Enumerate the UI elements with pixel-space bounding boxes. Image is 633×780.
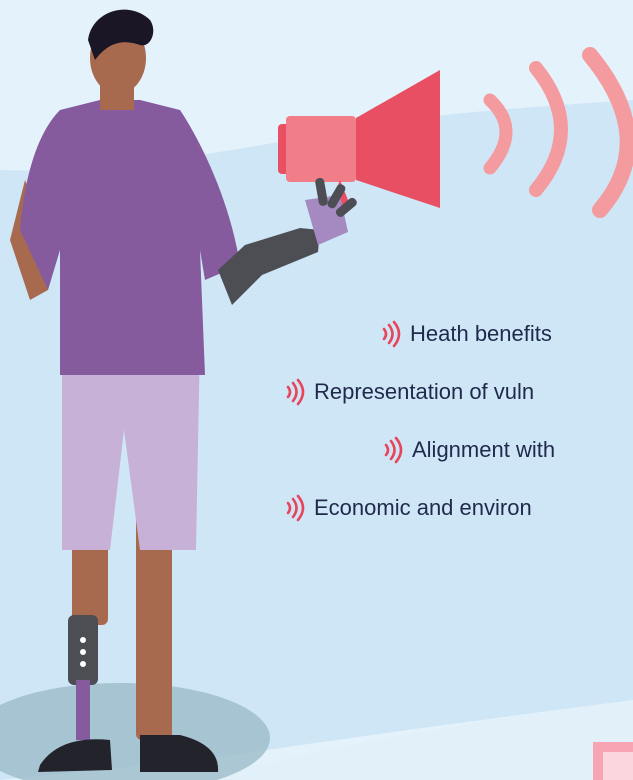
bullet-text: Alignment with bbox=[412, 437, 556, 462]
bullet-text: Representation of vuln bbox=[314, 379, 535, 404]
bullet-text: Economic and environ bbox=[314, 495, 532, 520]
bullet-item: Heath benefits bbox=[378, 320, 552, 348]
bullet-item: Alignment with bbox=[380, 436, 555, 464]
sound-wave-icon bbox=[384, 436, 403, 464]
floor-light bbox=[200, 700, 633, 780]
sound-wave-icon bbox=[286, 378, 305, 406]
megaphone-icon bbox=[278, 70, 440, 208]
sound-wave-icon bbox=[483, 47, 633, 218]
person-figure bbox=[10, 9, 357, 772]
bullet-item: Economic and environ bbox=[282, 494, 532, 522]
bullet-text: Heath benefits bbox=[410, 321, 552, 346]
sound-wave-icon bbox=[286, 494, 305, 522]
sound-wave-icon bbox=[382, 320, 401, 348]
bullet-item: Representation of vuln bbox=[282, 378, 534, 406]
